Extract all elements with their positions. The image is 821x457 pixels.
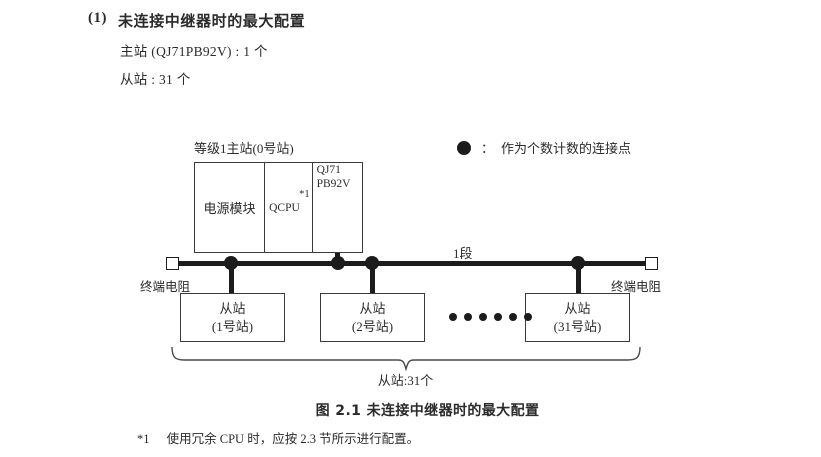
ellipsis-dot — [449, 313, 457, 321]
slave-station-box-1: 从站 (1号站) — [180, 293, 285, 342]
drop-stub-slave-31 — [576, 263, 581, 293]
slave-title-31: 从站 — [564, 300, 591, 316]
slave-station-number-2: (2号站) — [351, 318, 394, 334]
qcpu-cell: QCPU *1 — [265, 163, 313, 252]
qcpu-footnote-marker: *1 — [299, 189, 310, 200]
qcpu-label: QCPU — [269, 201, 300, 214]
legend-colon: ： — [481, 141, 495, 156]
drop-stub-slave-1 — [229, 263, 234, 293]
node-dot-2 — [331, 256, 345, 270]
heading-number: (1) — [88, 10, 107, 26]
footnote-text: 使用冗余 CPU 时，应按 2.3 节所示进行配置。 — [166, 432, 420, 446]
drop-stub-slave-2 — [370, 263, 375, 293]
slave-group-label-text: 从站:31个 — [377, 373, 434, 388]
terminator-resistor-right-icon — [645, 257, 658, 270]
pb92v-label-line1: QJ71 — [316, 164, 341, 176]
ellipsis-dot — [494, 313, 502, 321]
spec-master-count: 主站 (QJ71PB92V) : 1 个 — [120, 44, 268, 59]
pb92v-label-line2: PB92V — [316, 178, 351, 191]
slave-title-1: 从站 — [219, 300, 246, 316]
slave-station-number-1: (1号站) — [211, 318, 254, 334]
terminator-resistor-left-icon — [166, 257, 179, 270]
figure-caption-text: 图 2.1 未连接中继器时的最大配置 — [315, 403, 540, 419]
page-title: 未连接中继器时的最大配置 — [118, 12, 306, 30]
power-module-label: 电源模块 — [203, 201, 256, 216]
footnote-marker: *1 — [137, 432, 150, 446]
slave-station-box-31: 从站 (31号站) — [525, 293, 630, 342]
pb92v-module-cell: QJ71 PB92V — [313, 163, 362, 252]
filled-circle-icon — [457, 140, 471, 155]
master-station-caption: 等级1主站(0号站) — [194, 141, 294, 156]
ellipsis-dot — [464, 313, 472, 321]
slave-station-box-2: 从站 (2号站) — [320, 293, 425, 342]
slave-group-label: 从站:31个 — [0, 370, 821, 389]
ellipsis-dot — [524, 313, 532, 321]
terminator-label-right: 终端电阻 — [611, 280, 662, 294]
master-module-rack: 电源模块 QCPU *1 QJ71 PB92V — [194, 162, 363, 253]
segment-label: 1段 — [453, 246, 473, 261]
legend-label: 作为个数计数的连接点 — [501, 141, 632, 156]
slave-group-brace — [171, 346, 641, 371]
ellipsis-dot — [509, 313, 517, 321]
figure-caption: 图 2.1 未连接中继器时的最大配置 — [0, 400, 821, 420]
ellipsis-dots-icon — [449, 313, 532, 321]
slave-title-2: 从站 — [359, 300, 386, 316]
trunk-bus-line — [178, 261, 648, 266]
terminator-label-left: 终端电阻 — [140, 280, 191, 294]
spec-slave-count: 从站 : 31 个 — [120, 72, 191, 87]
legend: ： 作为个数计数的连接点 — [457, 138, 631, 157]
footnote: *1 使用冗余 CPU 时，应按 2.3 节所示进行配置。 — [137, 428, 419, 447]
ellipsis-dot — [479, 313, 487, 321]
power-module-cell: 电源模块 — [195, 163, 266, 252]
slave-station-number-31: (31号站) — [553, 318, 602, 334]
